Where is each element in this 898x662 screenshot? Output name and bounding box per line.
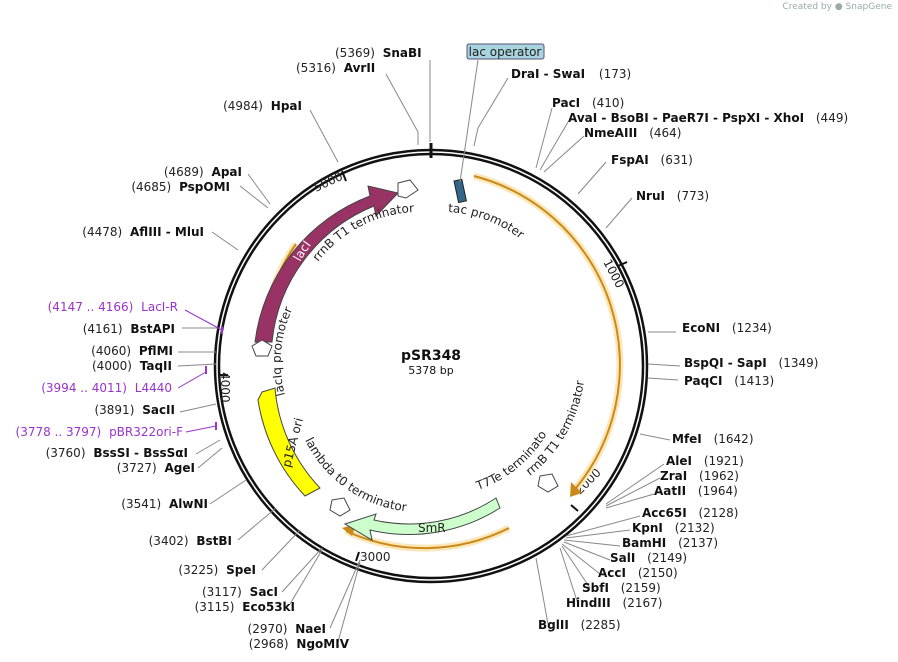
svg-text:SbfI (2159): SbfI (2159) xyxy=(582,581,661,595)
svg-text:(3225) SpeI: (3225) SpeI xyxy=(178,563,256,577)
tick-label-5000: 5000 xyxy=(311,169,345,195)
feature-lacIq-promoter[interactable] xyxy=(251,339,273,357)
svg-text:(3117) SacI: (3117) SacI xyxy=(202,585,278,599)
feature-label-tac-promoter: tac promoter xyxy=(448,201,527,242)
svg-text:KpnI (2132): KpnI (2132) xyxy=(632,521,715,535)
svg-text:AccI (2150): AccI (2150) xyxy=(598,566,678,580)
svg-text:SalI (2149): SalI (2149) xyxy=(610,551,687,565)
svg-text:(4689) ApaI: (4689) ApaI xyxy=(164,165,242,179)
feature-label-SmR: SmR xyxy=(418,521,446,535)
feature-tac-promoter[interactable] xyxy=(453,178,468,204)
svg-text:(3891) SacII: (3891) SacII xyxy=(94,403,175,417)
svg-text:(3778 .. 3797) pBR322ori-F: (3778 .. 3797) pBR322ori-F xyxy=(16,425,184,439)
feature-SmR[interactable] xyxy=(343,497,501,542)
svg-text:(3727) AgeI: (3727) AgeI xyxy=(117,461,195,475)
svg-text:BglII (2285): BglII (2285) xyxy=(538,618,621,632)
primer-markers xyxy=(177,309,223,433)
svg-text:EcoNI (1234): EcoNI (1234) xyxy=(682,321,772,335)
feature-lambda-t0-terminator[interactable] xyxy=(329,497,351,517)
svg-text:AvaI - BsoBI - PaeR7I -: AvaI - BsoBI - PaeR7I - PspXI - XhoI (44… xyxy=(568,111,848,125)
feature-p15A-ori[interactable] xyxy=(257,387,321,497)
svg-text:NruI (773): NruI (773) xyxy=(636,189,709,203)
svg-text:(4147 .. 4166) LacI-R: (4147 .. 4166) LacI-R xyxy=(48,300,178,314)
lac-operator-box[interactable] xyxy=(466,43,545,60)
svg-text:FspAI (631): FspAI (631) xyxy=(611,153,693,167)
svg-text:(3541) AlwNI: (3541) AlwNI xyxy=(121,497,208,511)
plasmid-length: 5378 bp xyxy=(408,364,453,377)
plasmid-name: pSR348 xyxy=(401,348,461,364)
svg-text:(4161) BstAPI: (4161) BstAPI xyxy=(83,322,175,336)
svg-text:DraI - SwaI (173): DraI - SwaI (173) xyxy=(511,67,631,81)
svg-text:(4984) HpaI: (4984) HpaI xyxy=(223,99,302,113)
svg-text:BamHI (2137): BamHI (2137) xyxy=(622,536,718,550)
svg-text:ZraI (1962): ZraI (1962) xyxy=(660,469,739,483)
svg-text:(2970) NaeI: (2970) NaeI xyxy=(248,622,326,636)
svg-text:(3402) BstBI: (3402) BstBI xyxy=(149,534,232,548)
svg-text:PacI (410): PacI (410) xyxy=(552,96,624,110)
tick-label-4000: 4000 xyxy=(218,372,232,403)
site-labels-left: (4984) HpaI (4689) ApaI (4685) PspOMI (4… xyxy=(46,99,350,651)
site-leader-lines xyxy=(177,60,681,643)
credit-prefix: Created by xyxy=(782,2,832,12)
svg-text:(4685) PspOMI: (4685) PspOMI xyxy=(131,180,230,194)
feature-label-lambda-t0: lambda t0 terminator xyxy=(302,435,407,514)
svg-text:(4060) PflMI: (4060) PflMI xyxy=(91,344,173,358)
svg-text:(3115) Eco53kI: (3115) Eco53kI xyxy=(195,600,295,614)
svg-text:(5316) AvrII: (5316) AvrII xyxy=(296,61,375,75)
svg-text:(5369) SnaBI: (5369) SnaBI xyxy=(335,46,422,60)
svg-text:AatII (1964): AatII (1964) xyxy=(654,484,738,498)
lac-operator-label: lac operator xyxy=(469,45,542,59)
svg-text:NmeAIII (464): NmeAIII (464) xyxy=(584,126,681,140)
feature-label-rrnB-T1-2: rrnB T1 terminator xyxy=(523,379,587,478)
svg-text:Acc65I (2128): Acc65I (2128) xyxy=(642,506,738,520)
svg-text:AleI (1921): AleI (1921) xyxy=(666,454,744,468)
tick-label-3000: 3000 xyxy=(360,550,391,564)
feature-lacI[interactable] xyxy=(254,185,399,343)
snapgene-credit: Created by ● SnapGene xyxy=(782,2,892,12)
site-labels: (5369) SnaBI (5316) AvrII DraI - SwaI (1… xyxy=(296,46,848,632)
feature-rrnB-T1-terminator-1[interactable] xyxy=(397,179,419,199)
svg-text:MfeI (1642): MfeI (1642) xyxy=(672,432,754,446)
snapgene-logo-icon: ● xyxy=(834,2,843,12)
svg-text:(2968) NgoMIV: (2968) NgoMIV xyxy=(249,637,350,651)
svg-text:(4000) TaqII: (4000) TaqII xyxy=(92,359,172,373)
feature-T7Te-terminator[interactable] xyxy=(537,473,559,493)
svg-text:(4478) AflIII - MluI: (4478) AflIII - MluI xyxy=(82,225,204,239)
svg-text:BspQI - SapI (1349): BspQI - SapI (1349) xyxy=(684,356,818,370)
credit-brand: SnapGene xyxy=(845,2,892,12)
svg-text:HindIII (2167): HindIII (2167) xyxy=(566,596,662,610)
primer-labels: (4147 .. 4166) LacI-R (3994 .. 4011) L44… xyxy=(16,300,184,439)
lac-operator-leader xyxy=(459,59,479,183)
svg-text:(3994 .. 4011) L4440: (3994 .. 4011) L4440 xyxy=(41,381,172,395)
svg-text:(3760) BssSI - BssSαI: (3760) BssSI - BssSαI xyxy=(46,446,188,460)
svg-text:PaqCI (1413): PaqCI (1413) xyxy=(684,374,774,388)
